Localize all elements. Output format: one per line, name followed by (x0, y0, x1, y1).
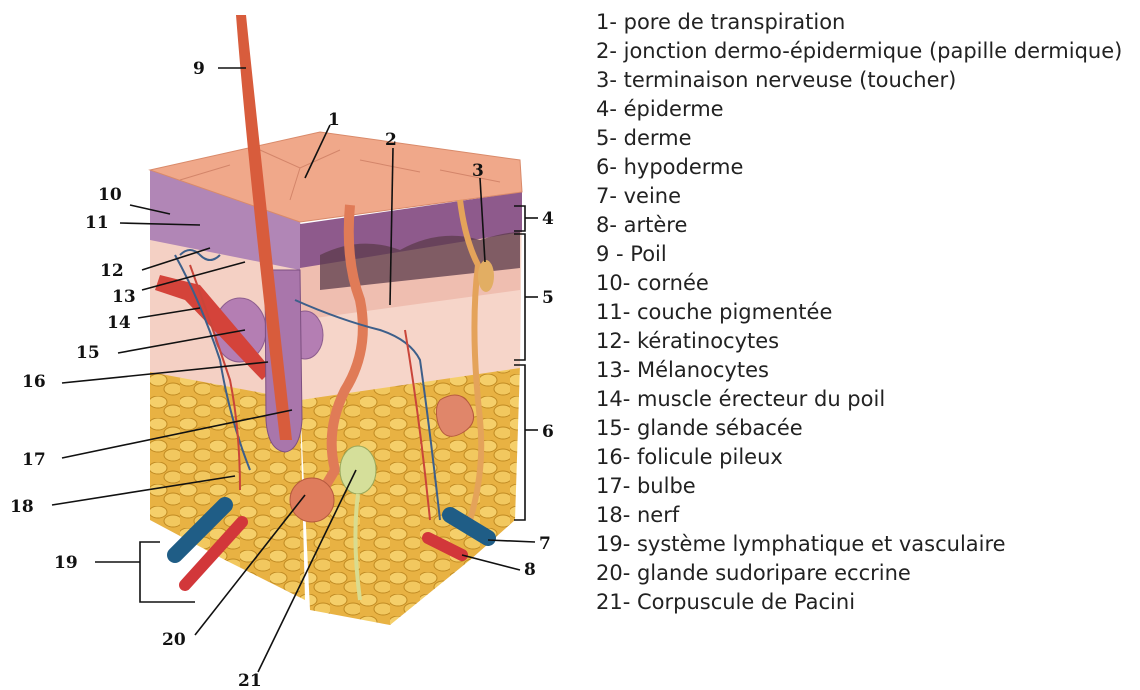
legend-item-15: 15- glande sébacée (596, 414, 1136, 443)
callout-8: 8 (524, 560, 536, 580)
callout-9: 9 (193, 59, 205, 79)
callout-7: 7 (539, 534, 551, 554)
callout-14: 14 (107, 313, 131, 333)
legend-item-17: 17- bulbe (596, 472, 1136, 501)
legend-item-1: 1- pore de transpiration (596, 8, 1136, 37)
legend-item-6: 6- hypoderme (596, 153, 1136, 182)
callout-18: 18 (10, 497, 34, 517)
callout-17: 17 (22, 450, 46, 470)
callout-6: 6 (542, 422, 554, 442)
legend-item-10: 10- cornée (596, 269, 1136, 298)
skin-cross-section-diagram: 9 1 2 3 4 5 6 7 8 10 11 12 13 14 15 16 1… (0, 0, 600, 690)
legend-item-11: 11- couche pigmentée (596, 298, 1136, 327)
callout-4: 4 (542, 209, 554, 229)
legend-item-2: 2- jonction dermo-épidermique (papille d… (596, 37, 1136, 66)
callout-13: 13 (112, 287, 136, 307)
callout-1: 1 (328, 110, 340, 130)
callout-15: 15 (76, 343, 100, 363)
callout-2: 2 (385, 130, 397, 150)
legend-item-3: 3- terminaison nerveuse (toucher) (596, 66, 1136, 95)
legend-list: 1- pore de transpiration 2- jonction der… (596, 8, 1136, 617)
legend-item-12: 12- kératinocytes (596, 327, 1136, 356)
callout-19: 19 (54, 553, 78, 573)
legend-item-5: 5- derme (596, 124, 1136, 153)
legend-item-7: 7- veine (596, 182, 1136, 211)
legend-item-16: 16- folicule pileux (596, 443, 1136, 472)
callout-16: 16 (22, 372, 46, 392)
legend-item-21: 21- Corpuscule de Pacini (596, 588, 1136, 617)
legend-item-14: 14- muscle érecteur du poil (596, 385, 1136, 414)
sweat-gland (290, 478, 334, 522)
callout-20: 20 (162, 630, 186, 650)
legend-item-4: 4- épiderme (596, 95, 1136, 124)
callout-3: 3 (472, 161, 484, 181)
callout-10: 10 (98, 185, 122, 205)
legend-item-13: 13- Mélanocytes (596, 356, 1136, 385)
legend-item-18: 18- nerf (596, 501, 1136, 530)
callout-11: 11 (85, 213, 109, 233)
callout-5: 5 (542, 288, 554, 308)
legend-item-20: 20- glande sudoripare eccrine (596, 559, 1136, 588)
pacinian-corpuscle (340, 446, 376, 494)
callout-12: 12 (100, 261, 124, 281)
legend-item-8: 8- artère (596, 211, 1136, 240)
legend-item-19: 19- système lymphatique et vasculaire (596, 530, 1136, 559)
legend-item-9: 9 - Poil (596, 240, 1136, 269)
callout-21: 21 (238, 671, 262, 690)
